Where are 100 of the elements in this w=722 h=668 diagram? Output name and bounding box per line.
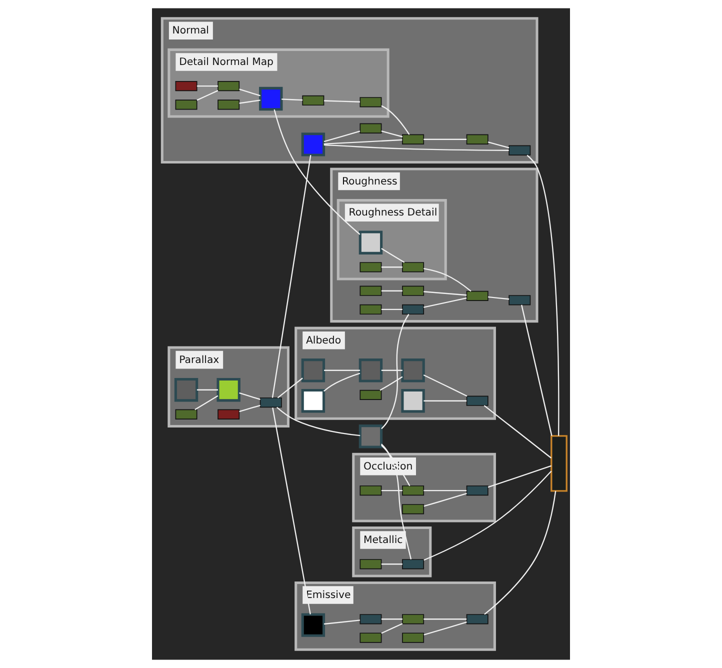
connector bbox=[424, 622, 467, 636]
connector bbox=[324, 139, 402, 145]
node-box bbox=[466, 396, 488, 406]
node-box bbox=[402, 304, 424, 315]
node-box bbox=[508, 295, 531, 306]
node-box bbox=[401, 358, 425, 382]
connector bbox=[381, 308, 402, 310]
connector bbox=[381, 314, 410, 430]
node-box bbox=[401, 389, 425, 413]
node-box bbox=[550, 435, 568, 492]
node-box bbox=[301, 389, 326, 413]
node-box bbox=[402, 485, 424, 496]
connector bbox=[424, 298, 467, 308]
connector bbox=[324, 130, 360, 142]
connector bbox=[239, 404, 260, 412]
connector bbox=[424, 490, 467, 492]
connector bbox=[282, 98, 303, 101]
connector bbox=[381, 290, 402, 292]
connector bbox=[381, 564, 402, 565]
connector bbox=[274, 109, 360, 235]
node-box bbox=[301, 613, 326, 637]
node-box bbox=[302, 95, 324, 106]
cluster: Emissive bbox=[294, 582, 496, 651]
connector bbox=[324, 370, 360, 371]
connector bbox=[484, 405, 552, 458]
node-box bbox=[216, 378, 240, 402]
connector bbox=[424, 138, 467, 140]
node-box bbox=[301, 358, 326, 382]
connector bbox=[424, 291, 467, 296]
node-box bbox=[259, 86, 283, 111]
connector bbox=[423, 374, 468, 397]
connector bbox=[381, 623, 403, 634]
connector bbox=[424, 400, 467, 402]
node-box bbox=[360, 559, 382, 570]
node-box bbox=[360, 97, 382, 108]
connector bbox=[488, 141, 510, 148]
connector bbox=[194, 395, 218, 410]
connector bbox=[196, 389, 218, 390]
cluster: Albedo bbox=[294, 326, 496, 420]
node-box bbox=[402, 559, 424, 570]
node-box bbox=[301, 132, 326, 156]
connector bbox=[381, 130, 403, 138]
connector bbox=[380, 444, 412, 560]
node-box bbox=[360, 632, 382, 643]
cluster: Detail Normal Map bbox=[168, 48, 390, 118]
connector bbox=[424, 470, 552, 561]
connector bbox=[424, 492, 467, 507]
connector bbox=[424, 618, 467, 620]
node-box bbox=[360, 614, 382, 624]
node-box bbox=[360, 485, 382, 496]
connector bbox=[277, 378, 303, 398]
connector bbox=[380, 444, 410, 486]
connector bbox=[323, 372, 360, 392]
node-box bbox=[402, 504, 424, 514]
node-box bbox=[466, 134, 488, 144]
connector bbox=[488, 296, 510, 300]
connector bbox=[276, 406, 360, 436]
connector bbox=[324, 620, 360, 625]
connector bbox=[239, 100, 260, 104]
node-box bbox=[218, 81, 240, 92]
node-box bbox=[358, 358, 383, 382]
connector bbox=[324, 144, 509, 151]
connector bbox=[381, 105, 410, 135]
connector bbox=[196, 85, 218, 87]
node-box bbox=[260, 397, 282, 408]
connector bbox=[521, 304, 552, 436]
node-box bbox=[466, 614, 488, 624]
node-box bbox=[175, 409, 198, 420]
node-box bbox=[466, 290, 488, 301]
node-box bbox=[402, 286, 424, 296]
node-box bbox=[402, 134, 424, 144]
connector bbox=[380, 376, 403, 391]
node-box bbox=[508, 145, 531, 156]
node-box bbox=[402, 614, 424, 624]
connector bbox=[272, 408, 311, 614]
node-box bbox=[360, 262, 382, 272]
connector bbox=[239, 392, 260, 400]
connector bbox=[381, 370, 402, 371]
node-box bbox=[175, 100, 198, 110]
connector bbox=[272, 154, 312, 398]
node-box bbox=[174, 378, 198, 402]
node-box bbox=[402, 262, 424, 272]
node-box bbox=[358, 424, 383, 448]
cluster: Occlusion bbox=[352, 452, 496, 522]
node-box bbox=[360, 304, 382, 315]
connector bbox=[526, 154, 560, 436]
connector bbox=[488, 465, 552, 488]
connector bbox=[381, 248, 405, 263]
node-box bbox=[360, 390, 382, 400]
connector bbox=[239, 88, 260, 96]
node-box bbox=[402, 632, 424, 643]
node-box bbox=[218, 409, 240, 420]
cluster: Roughness Detail bbox=[336, 199, 447, 280]
connector bbox=[381, 266, 402, 268]
connector bbox=[381, 618, 402, 620]
connector bbox=[381, 490, 402, 492]
connector bbox=[324, 100, 360, 102]
node-box bbox=[466, 485, 488, 496]
node-box bbox=[360, 286, 382, 296]
cluster: Metallic bbox=[352, 526, 432, 578]
